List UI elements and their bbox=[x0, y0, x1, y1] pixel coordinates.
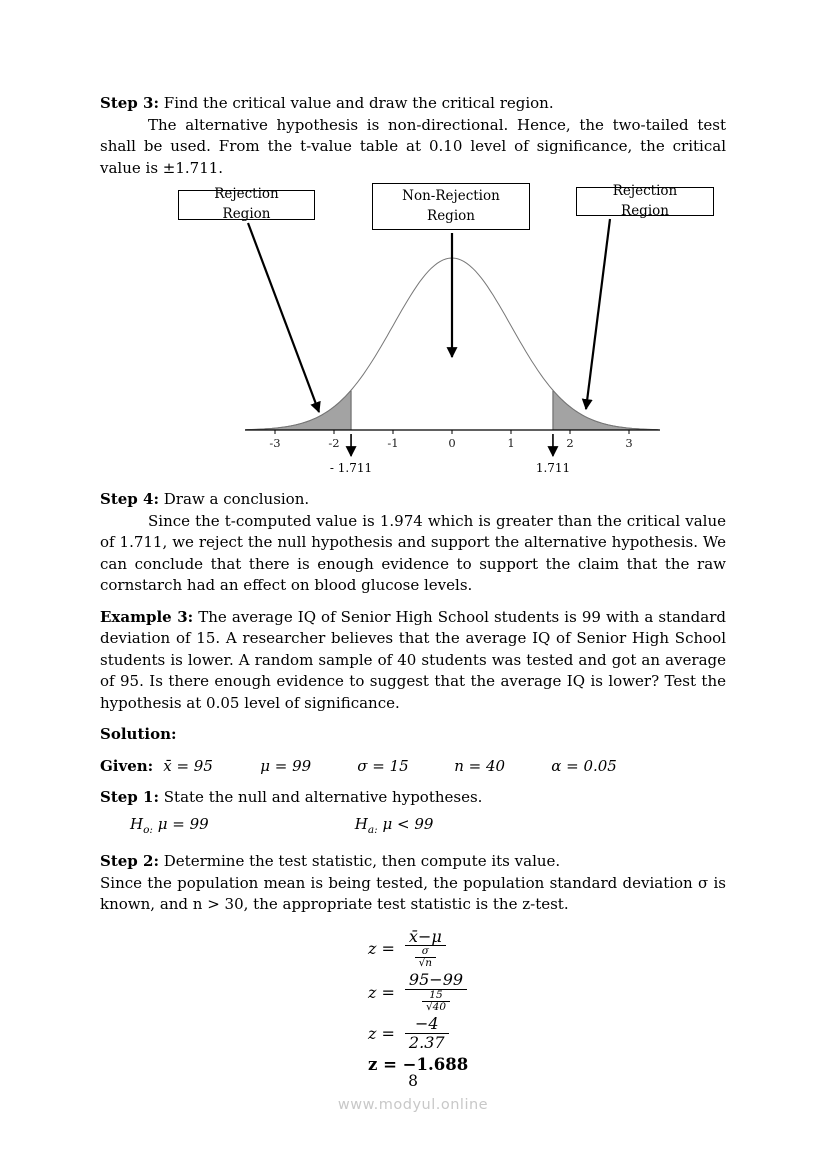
step1-label: Step 1: bbox=[100, 788, 159, 806]
equation-1: z = x̄−μ σ √n bbox=[368, 927, 726, 970]
step3-heading: Step 3: Find the critical value and draw… bbox=[100, 93, 726, 115]
step4-title: Draw a conclusion. bbox=[163, 490, 310, 508]
step2-title: Determine the test statistic, then compu… bbox=[163, 852, 561, 870]
axis-tick-label: -1 bbox=[387, 436, 398, 450]
right-rejection-arrow bbox=[581, 218, 612, 411]
given-sigma: σ = 15 bbox=[357, 756, 409, 775]
normal-curve-plot: -3 -2 -1 0 1 2 3 bbox=[245, 218, 660, 458]
axis-tick-label: 2 bbox=[566, 436, 573, 450]
step3-label: Step 3: bbox=[100, 94, 159, 112]
hypotheses-row: Ho: μ = 99 Ha: μ < 99 bbox=[100, 814, 726, 842]
critical-region-diagram: -3 -2 -1 0 1 2 3 Rejection Region Non-Rejectio… bbox=[100, 183, 726, 483]
given-mu: μ = 99 bbox=[260, 756, 312, 775]
axis-tick-label: -2 bbox=[328, 436, 339, 450]
step2-heading: Step 2: Determine the test statistic, th… bbox=[100, 851, 726, 873]
step1-title: State the null and alternative hypothese… bbox=[163, 788, 483, 806]
example3-paragraph: Example 3: The average IQ of Senior High… bbox=[100, 607, 726, 715]
computation-block: z = x̄−μ σ √n z = 95−99 15 √40 bbox=[100, 927, 726, 1075]
given-row: Given: x̄ = 95 μ = 99 σ = 15 n = 40 α = 0.05 bbox=[100, 756, 726, 778]
step3-body: The alternative hypothesis is non-direct… bbox=[100, 115, 726, 177]
critical-value-right: 1.711 bbox=[535, 461, 571, 475]
given-label: Given: bbox=[100, 756, 154, 775]
equation-result: z = −1.688 bbox=[368, 1055, 469, 1075]
critical-value-left: - 1.711 bbox=[329, 461, 373, 475]
axis-tick-label: 1 bbox=[507, 436, 514, 450]
rejection-region-label-left: Rejection Region bbox=[178, 186, 315, 222]
given-xbar: x̄ = 95 bbox=[163, 756, 213, 775]
given-alpha: α = 0.05 bbox=[551, 756, 617, 775]
equation-2: z = 95−99 15 √40 bbox=[368, 971, 726, 1013]
eq3-fraction: −4 2.37 bbox=[404, 1015, 449, 1052]
step4-label: Step 4: bbox=[100, 490, 159, 508]
given-n: n = 40 bbox=[454, 756, 506, 775]
step1-heading: Step 1: State the null and alternative h… bbox=[100, 787, 726, 809]
left-rejection-arrow bbox=[246, 222, 321, 414]
rejection-region-label-right: Rejection Region bbox=[576, 183, 714, 219]
null-hypothesis: Ho: μ = 99 bbox=[130, 814, 209, 836]
eq1-lhs: z = bbox=[368, 938, 395, 958]
step4-body: Since the t-computed value is 1.974 whic… bbox=[100, 511, 726, 595]
eq2-lhs: z = bbox=[368, 982, 395, 1002]
step4-heading: Step 4: Draw a conclusion. bbox=[100, 489, 726, 511]
example3-label: Example 3: bbox=[100, 607, 194, 626]
solution-heading: Solution: bbox=[100, 725, 177, 743]
alternative-hypothesis: Ha: μ < 99 bbox=[354, 814, 434, 836]
footer-url: www.modyul.online bbox=[337, 1097, 489, 1113]
document-page: Step 3: Find the critical value and draw… bbox=[100, 93, 726, 1075]
axis-tick-label: -3 bbox=[269, 436, 280, 450]
page-number: 8 bbox=[408, 1072, 418, 1090]
step2-label: Step 2: bbox=[100, 852, 159, 870]
eq2-nested-fraction: 15 √40 bbox=[421, 990, 451, 1013]
eq1-nested-fraction: σ √n bbox=[414, 946, 437, 969]
eq1-fraction: x̄−μ σ √n bbox=[404, 927, 446, 970]
step3-title: Find the critical value and draw the cri… bbox=[163, 94, 554, 112]
axis-tick-label: 0 bbox=[448, 436, 455, 450]
axis-tick-label: 3 bbox=[625, 436, 632, 450]
step2-body: Since the population mean is being teste… bbox=[100, 873, 726, 914]
eq3-lhs: z = bbox=[368, 1024, 395, 1044]
example3-text: The average IQ of Senior High School stu… bbox=[100, 607, 726, 712]
equation-3: z = −4 2.37 bbox=[368, 1015, 726, 1052]
eq2-fraction: 95−99 15 √40 bbox=[404, 971, 468, 1013]
non-rejection-region-label: Non-Rejection Region bbox=[372, 183, 530, 230]
